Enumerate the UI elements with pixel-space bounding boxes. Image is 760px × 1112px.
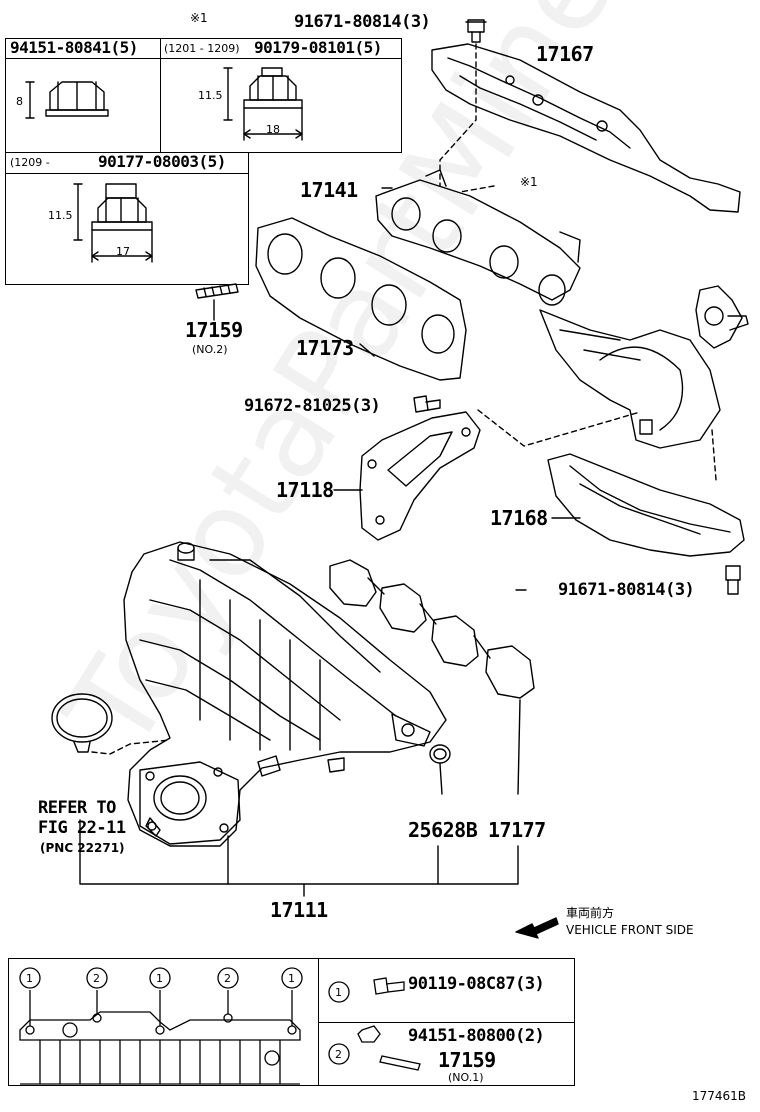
heat-insulator-upper-illustration: [431, 43, 741, 213]
legend-marker-1-c: [281, 967, 303, 989]
manifold-stay-illustration: [359, 411, 481, 541]
label-17111: 17111: [270, 898, 328, 922]
flange-nut-small-illustration: [25, 81, 109, 119]
label-17168: 17168: [490, 506, 548, 530]
nuts-table-column-divider: [160, 38, 161, 153]
nut2-date-range: (1201 - 1209): [164, 42, 240, 55]
note-mark: ※1: [190, 11, 208, 25]
label-refer-to: REFER TO: [38, 798, 116, 818]
label-bolt-top: 91671-80814(3): [294, 12, 431, 32]
legend-marker-1-a-text: 1: [26, 972, 33, 985]
illustration-id: 177461B: [692, 1089, 747, 1103]
nuts-table-divider: [5, 58, 402, 59]
legend-marker-2-key: [328, 1043, 350, 1065]
legend-item2-part: 94151-80800(2): [408, 1026, 545, 1046]
legend-marker-1-b: [149, 967, 171, 989]
legend-marker-2-a: [86, 967, 108, 989]
label-17177: 17177: [488, 818, 546, 842]
bolt-top-illustration: [465, 19, 487, 43]
legend-marker-1-key: [328, 981, 350, 1003]
label-refer-fig: FIG 22-11: [38, 818, 126, 838]
direction-en: VEHICLE FRONT SIDE: [566, 923, 694, 937]
nut2-part-number: 90179-08101(5): [254, 38, 382, 57]
label-25628B: 25628B: [408, 818, 478, 842]
flange-nut-alt-illustration: [73, 183, 153, 263]
nuts-table-bottom-divider: [5, 173, 249, 174]
exhaust-manifold-illustration: [375, 169, 749, 449]
label-refer-pnc: (PNC 22271): [40, 841, 125, 855]
nut3-width: 17: [116, 245, 130, 258]
legend-marker-2-b-text: 2: [224, 972, 231, 985]
legend-marker-1-b-text: 1: [156, 972, 163, 985]
nut3-date-range: (1209 -: [10, 156, 50, 169]
nut3-part-number: 90177-08003(5): [98, 152, 226, 171]
exhaust-manifold-gasket-illustration: [255, 217, 467, 381]
nut3-height: 11.5: [48, 209, 73, 222]
label-bolt-mid: 91672-81025(3): [244, 396, 381, 416]
label-bolt-bottom: 91671-80814(3): [558, 580, 695, 600]
legend-item1-part: 90119-08C87(3): [408, 974, 545, 994]
flange-nut-large-illustration: [223, 67, 303, 141]
gasket-ring-illustration: [429, 744, 451, 764]
legend-marker-2-a-text: 2: [93, 972, 100, 985]
label-ref-mark: ※1: [520, 175, 538, 189]
label-17159-top: 17159: [185, 318, 243, 342]
legend-divider-horizontal: [318, 1022, 575, 1023]
bolt-mid-illustration: [413, 395, 441, 413]
legend-item2-sub-part: 17159: [438, 1048, 496, 1072]
legend-item2-sub-note: (NO.1): [448, 1071, 484, 1084]
nut1-height: 8: [16, 95, 23, 108]
label-17141: 17141: [300, 178, 358, 202]
nut2-height: 11.5: [198, 89, 223, 102]
label-17159-top-note: (NO.2): [192, 343, 228, 356]
direction-jp: 車両前方: [566, 906, 615, 920]
label-17173: 17173: [296, 336, 354, 360]
legend-key-1-text: 1: [335, 986, 342, 999]
throttle-body-gasket-illustration: [51, 693, 113, 753]
nut2-width: 18: [266, 123, 280, 136]
legend-marker-1-a: [19, 967, 41, 989]
legend-marker-1-c-text: 1: [288, 972, 295, 985]
intake-manifold-gasket-illustration: [329, 559, 535, 699]
nuts-table-bottom: [5, 152, 249, 285]
nut1-part-number: 94151-80841(5): [10, 38, 138, 57]
label-17167: 17167: [536, 42, 594, 66]
bolt-bottom-illustration: [725, 565, 741, 595]
legend-key-2-text: 2: [335, 1048, 342, 1061]
intake-manifold-illustration: [123, 541, 447, 847]
legend-marker-2-b: [217, 967, 239, 989]
heat-insulator-lower-illustration: [547, 453, 745, 557]
stud-bolt-no2-illustration: [195, 283, 239, 299]
label-17118: 17118: [276, 478, 334, 502]
